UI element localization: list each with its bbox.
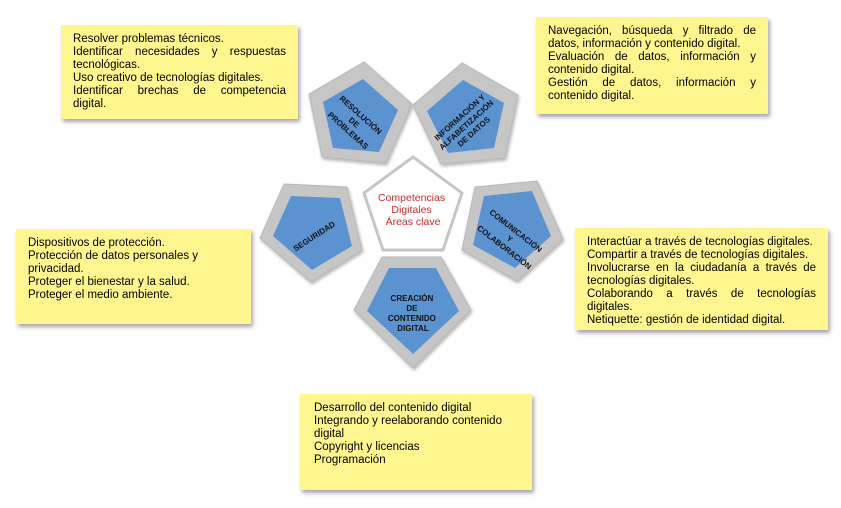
note-line: Evaluación de datos, información y <box>548 51 756 63</box>
note-line: contenido digital. <box>548 64 635 76</box>
note-line: contenido digital. <box>548 90 635 102</box>
note-line: Proteger el medio ambiente. <box>28 289 173 301</box>
note-line: Dispositivos de protección. <box>28 237 165 249</box>
note-seguridad: Dispositivos de protección. Protección d… <box>16 229 251 324</box>
pentagon-creacion-contenido: CREACIÓN DE CONTENIDO DIGITAL <box>353 256 472 369</box>
note-creacion-contenido: Desarrollo del contenido digital Integra… <box>300 394 532 490</box>
note-line: Netiquette: gestión de identidad digital… <box>587 314 786 326</box>
label-line: Y <box>505 234 515 245</box>
note-line: tecnológicas. <box>73 59 141 71</box>
center-title: Competencias Digitales Áreas clave <box>378 192 448 228</box>
note-line: privacidad. <box>28 263 84 275</box>
label-line: DE <box>406 304 418 313</box>
center-line: Digitales <box>391 204 431 216</box>
note-line: Colaborando a través de tecnologías <box>587 288 816 300</box>
note-line: Proteger el bienestar y la salud. <box>28 276 190 288</box>
note-line: Involucrarse en la ciudadanía a través d… <box>587 262 816 274</box>
note-line: Navegación, búsqueda y filtrado de <box>548 25 756 37</box>
label-line: DIGITAL <box>397 324 429 333</box>
note-line: Identificar brechas de competencia <box>73 85 286 97</box>
note-line: digitales. <box>587 301 633 313</box>
pentagon-resolucion-problemas: RESOLUCIÓN DE PROBLEMAS <box>308 61 413 164</box>
label-line: CREACIÓN <box>391 294 434 303</box>
center-line: Áreas clave <box>386 215 441 228</box>
note-line: Interactúar a través de tecnologías digi… <box>587 236 813 248</box>
center-line: Competencias <box>378 192 445 204</box>
pentagon-informacion-datos: INFORMACIÓN Y ALFABETIZACIÓN DE DATOS <box>412 62 519 165</box>
note-line: datos, información y contenido digital. <box>548 38 741 50</box>
note-comunicacion-colaboracion: Interactúar a través de tecnologías digi… <box>575 228 828 330</box>
note-line: Protección de datos personales y <box>28 250 199 262</box>
center-pentagon <box>362 155 464 252</box>
pentagon-seguridad: SEGURIDAD <box>259 183 363 283</box>
label-line: CONTENIDO <box>388 314 436 323</box>
pentagon-comunicacion-colaboracion: COMUNICACIÓN Y COLABORACIÓN <box>461 180 564 282</box>
note-line: Identificar necesidades y respuestas <box>73 46 286 58</box>
note-line: digital. <box>73 98 107 110</box>
note-line: Programación <box>314 454 386 466</box>
note-line: Integrando y reelaborando contenido <box>314 415 502 427</box>
note-line: Resolver problemas técnicos. <box>73 33 224 45</box>
note-line: tecnologías digitales. <box>587 275 695 287</box>
note-line: Gestión de datos, información y <box>548 77 756 89</box>
note-resolucion-problemas: Resolver problemas técnicos. Identificar… <box>61 25 298 119</box>
note-line: digital <box>314 428 345 440</box>
note-line: Copyright y licencias <box>314 441 420 453</box>
note-line: Compartir a través de tecnologías digita… <box>587 249 809 261</box>
note-line: Desarrollo del contenido digital <box>314 402 472 414</box>
note-informacion-datos: Navegación, búsqueda y filtrado de datos… <box>536 17 768 114</box>
pentagon-label: CREACIÓN DE CONTENIDO DIGITAL <box>388 294 438 333</box>
note-line: Uso creativo de tecnologías digitales. <box>73 72 264 84</box>
